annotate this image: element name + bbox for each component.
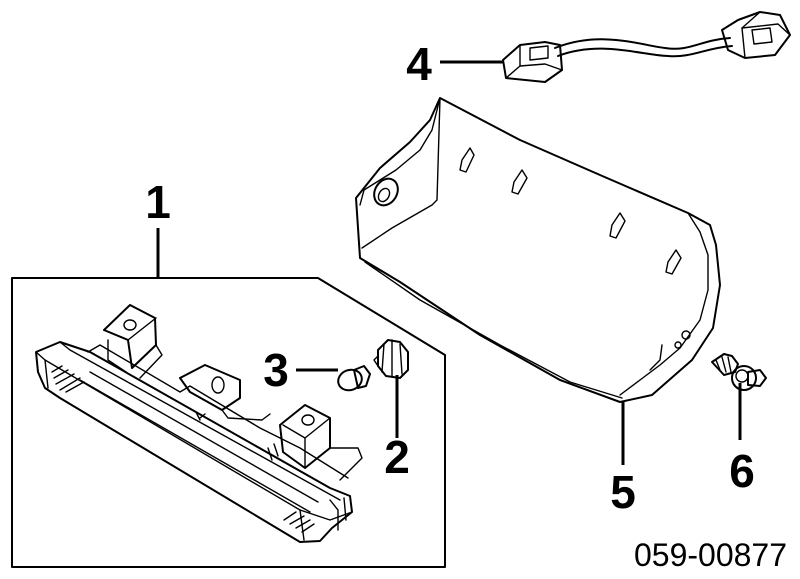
cover-bracket-part-5 bbox=[355, 97, 721, 403]
part-1-detail-box bbox=[11, 277, 446, 568]
callout-2: 2 bbox=[384, 431, 410, 483]
wire-harness-part-4 bbox=[502, 11, 791, 83]
leader-lines bbox=[156, 60, 742, 465]
connector-right bbox=[721, 11, 791, 59]
lamp-assembly-part-1 bbox=[35, 304, 363, 543]
callout-3: 3 bbox=[263, 344, 289, 396]
callout-5: 5 bbox=[610, 466, 636, 518]
fastener-part-6 bbox=[711, 353, 767, 391]
diagram-part-number: 059-00877 bbox=[634, 537, 787, 573]
callout-1: 1 bbox=[145, 176, 171, 228]
callout-6: 6 bbox=[729, 445, 755, 497]
socket-part-2 bbox=[373, 339, 409, 379]
bulb-part-3 bbox=[337, 365, 371, 392]
connector-left bbox=[502, 41, 563, 83]
callout-4: 4 bbox=[406, 38, 432, 90]
